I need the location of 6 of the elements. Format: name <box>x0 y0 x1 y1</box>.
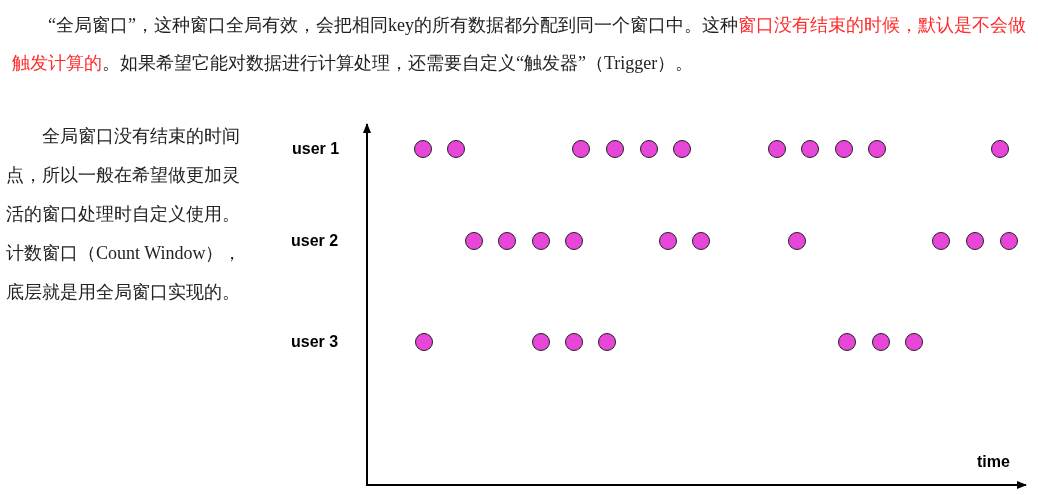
paragraph: 全局窗口没有结束的时间点，所以一般在希望做更加灵活的窗口处理时自定义使用。计数窗口（Count Window），底层就是用全局窗口实现的。 <box>6 125 242 304</box>
paragraph: “全局窗口”，这种窗口全局有效，会把相同key的所有数据都分配到同一个窗口中。这种窗口没有结束的时候，默认是不会做触发计算的。如果希望它能对数据进行计算处理，还需要自定义“触发器”（Trigger）。 <box>12 14 1027 75</box>
row-label: user 2 <box>291 232 339 250</box>
axis-label: time <box>977 453 1010 471</box>
row-label: user 1 <box>292 140 340 158</box>
row-label: user 3 <box>291 333 339 351</box>
